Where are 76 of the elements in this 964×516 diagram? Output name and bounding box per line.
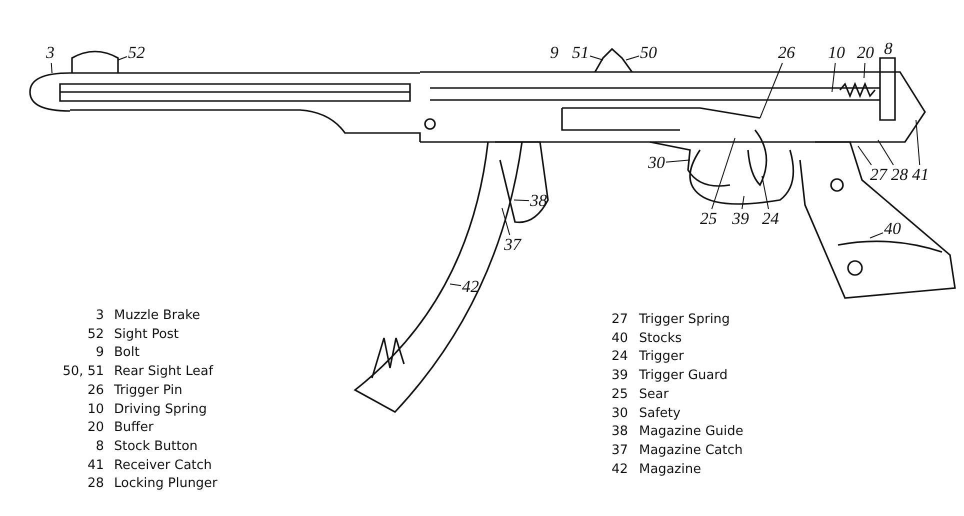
callout-number: 39 bbox=[732, 210, 749, 228]
part-number: 50, 51 bbox=[62, 364, 104, 380]
callout-number: 20 bbox=[857, 44, 874, 62]
callout-number: 50 bbox=[640, 44, 657, 62]
leader-line bbox=[502, 208, 510, 236]
leader-line bbox=[626, 56, 640, 60]
part-name: Trigger Guard bbox=[639, 368, 728, 384]
callout-number: 41 bbox=[912, 166, 929, 184]
leader-line bbox=[878, 140, 894, 166]
part-name: Muzzle Brake bbox=[114, 308, 200, 324]
leader-line bbox=[666, 160, 690, 163]
part-number: 40 bbox=[611, 330, 628, 347]
callout-number: 24 bbox=[762, 210, 779, 228]
part-number: 26 bbox=[87, 382, 104, 399]
part-number: 41 bbox=[87, 458, 104, 474]
part-number: 20 bbox=[87, 420, 104, 436]
part-number: 30 bbox=[611, 406, 628, 422]
part-number: 9 bbox=[96, 345, 104, 362]
leader-line bbox=[858, 146, 872, 166]
part-name: Bolt bbox=[114, 345, 140, 362]
callout-number: 51 bbox=[572, 44, 589, 62]
part-name: Safety bbox=[639, 406, 681, 422]
part-number: 27 bbox=[611, 312, 628, 328]
part-name: Magazine bbox=[639, 462, 702, 478]
callout-number: 28 bbox=[891, 166, 908, 184]
callout-number: 9 bbox=[550, 44, 558, 62]
part-name: Magazine Catch bbox=[639, 442, 743, 459]
part-name: Trigger Spring bbox=[639, 312, 730, 328]
callout-number: 38 bbox=[530, 192, 547, 210]
leader-line bbox=[711, 138, 736, 210]
part-name: Locking Plunger bbox=[114, 476, 218, 492]
callout-number: 40 bbox=[884, 220, 901, 238]
part-name: Stock Button bbox=[114, 438, 198, 455]
leader-line bbox=[864, 62, 866, 78]
leader-line bbox=[50, 62, 52, 74]
callout-number: 30 bbox=[648, 154, 665, 172]
part-number: 24 bbox=[611, 349, 628, 366]
part-number: 42 bbox=[611, 462, 628, 478]
callout-number: 3 bbox=[46, 44, 54, 62]
leader-line bbox=[590, 56, 604, 60]
leader-line bbox=[832, 62, 836, 92]
callout-number: 10 bbox=[828, 44, 845, 62]
part-number: 37 bbox=[611, 442, 628, 459]
part-number: 25 bbox=[611, 386, 628, 403]
part-name: Receiver Catch bbox=[114, 458, 212, 474]
callout-number: 8 bbox=[884, 40, 892, 58]
part-name: Sight Post bbox=[114, 326, 179, 343]
part-number: 3 bbox=[96, 308, 104, 324]
callout-number: 42 bbox=[462, 278, 479, 296]
leader-line bbox=[760, 62, 783, 118]
callout-number: 26 bbox=[778, 44, 795, 62]
part-number: 39 bbox=[611, 368, 628, 384]
leader-line bbox=[742, 196, 744, 210]
part-number: 52 bbox=[87, 326, 104, 343]
callout-number: 37 bbox=[504, 236, 521, 254]
part-name: Buffer bbox=[114, 420, 154, 436]
part-name: Magazine Guide bbox=[639, 424, 744, 440]
leader-line bbox=[870, 232, 884, 238]
leader-line bbox=[118, 56, 128, 60]
part-number: 10 bbox=[87, 402, 104, 418]
leader-line bbox=[514, 200, 530, 202]
part-number: 38 bbox=[611, 424, 628, 440]
callout-number: 27 bbox=[870, 166, 887, 184]
callout-number: 25 bbox=[700, 210, 717, 228]
leader-line bbox=[916, 120, 920, 166]
leader-line bbox=[450, 284, 462, 286]
part-name: Rear Sight Leaf bbox=[114, 364, 214, 380]
part-number: 8 bbox=[96, 438, 104, 455]
part-name: Stocks bbox=[639, 330, 682, 347]
part-name: Driving Spring bbox=[114, 402, 207, 418]
part-name: Trigger Pin bbox=[114, 382, 182, 399]
part-name: Trigger bbox=[639, 349, 684, 366]
callout-number: 52 bbox=[128, 44, 145, 62]
part-name: Sear bbox=[639, 386, 669, 403]
part-number: 28 bbox=[87, 476, 104, 492]
leader-line bbox=[762, 176, 769, 210]
